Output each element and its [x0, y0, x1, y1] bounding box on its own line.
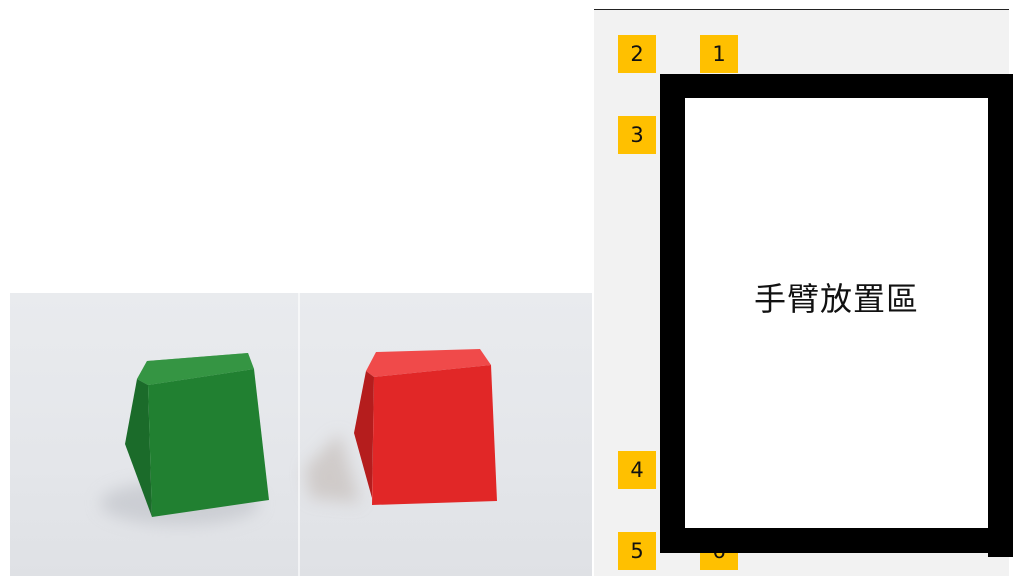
cubes-photo [10, 293, 592, 576]
marker-1: 1 [700, 35, 738, 73]
marker-5: 5 [618, 532, 656, 570]
marker-4: 4 [618, 451, 656, 489]
cubes-illustration [100, 349, 497, 525]
arm-placement-diagram: 2 1 3 4 5 6 手臂放置區 [594, 9, 1013, 576]
zone-label: 手臂放置區 [753, 280, 919, 318]
frame-corner-tail [988, 528, 1013, 557]
marker-3: 3 [618, 116, 656, 154]
green-cube [125, 353, 269, 517]
photo-seam [298, 293, 300, 576]
red-cube [354, 349, 497, 505]
arm-placement-zone: 手臂放置區 [660, 74, 1013, 557]
red-cube-shadow [305, 433, 360, 503]
marker-2: 2 [618, 35, 656, 73]
